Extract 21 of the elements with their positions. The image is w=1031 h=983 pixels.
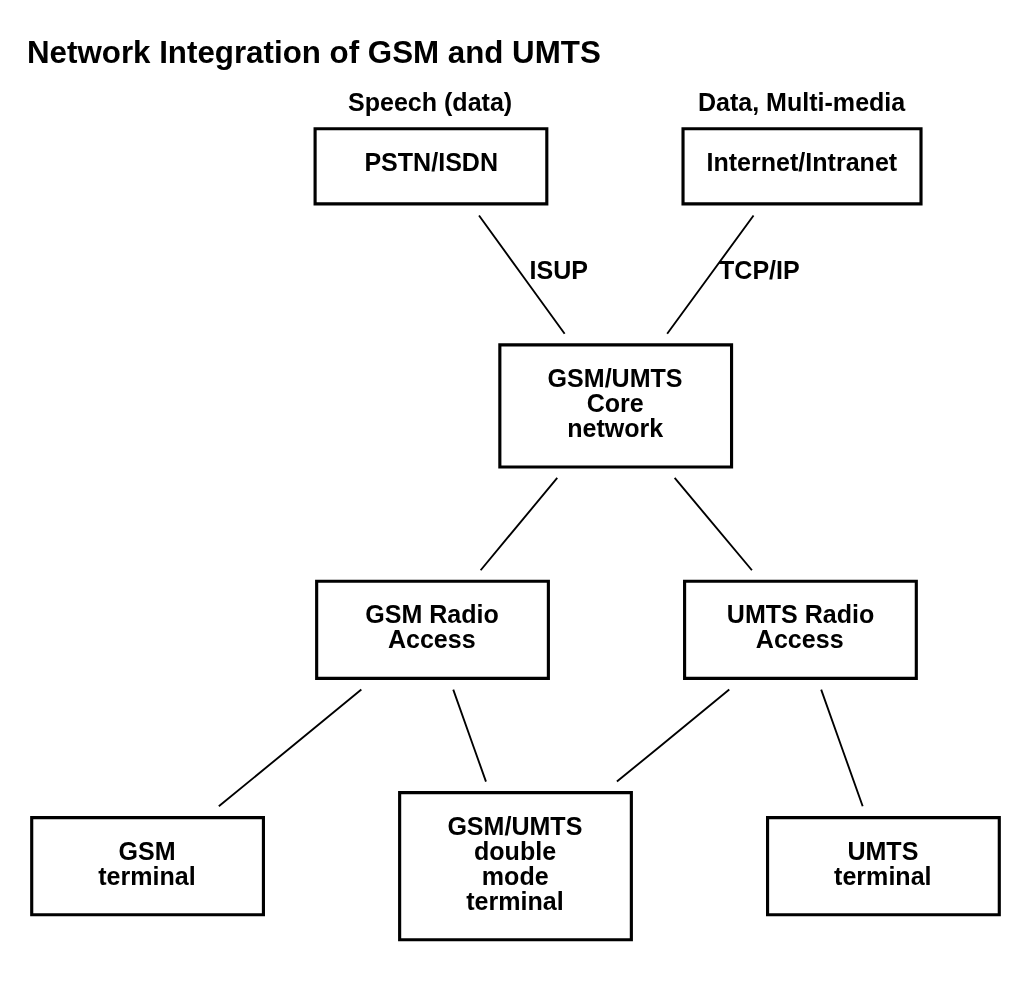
node-box: Internet/Intranet — [681, 126, 923, 205]
node-box: UMTS terminal — [766, 815, 1001, 916]
connector — [673, 476, 753, 571]
connector — [478, 214, 566, 335]
connector — [820, 688, 864, 807]
node-box: GSM/UMTS double mode terminal — [398, 790, 633, 941]
connector — [615, 688, 731, 783]
diagram-title: Network Integration of GSM and UMTS — [27, 34, 601, 70]
node-label: Data, Multi-media — [697, 87, 906, 116]
connector — [666, 214, 755, 335]
node-box: GSM terminal — [30, 815, 265, 916]
connector — [479, 476, 559, 571]
edge-label: ISUP — [529, 255, 589, 284]
node-box: GSM/UMTS Core network — [498, 342, 734, 468]
node-box: GSM Radio Access — [315, 579, 550, 680]
edge-label: TCP/IP — [719, 255, 800, 284]
node-box: PSTN/ISDN — [313, 126, 549, 205]
connector — [452, 688, 487, 783]
node-label: Speech (data) — [347, 87, 513, 116]
node-box: UMTS Radio Access — [683, 579, 918, 680]
connector — [217, 688, 363, 807]
